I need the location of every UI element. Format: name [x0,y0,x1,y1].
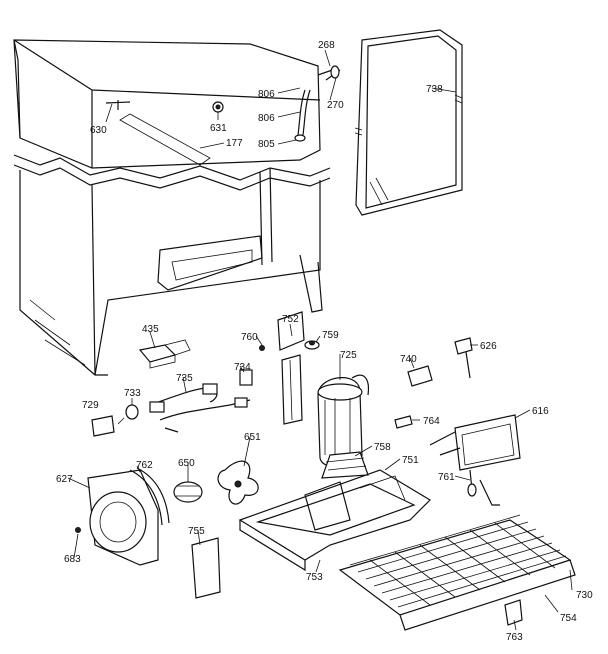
condenser-coil [338,479,576,631]
label-761: 761 [438,472,455,483]
label-435: 435 [142,324,159,335]
leader-lines [67,49,573,631]
label-616: 616 [532,406,549,417]
label-631: 631 [210,123,227,134]
label-753: 753 [306,572,323,583]
cabinet [13,39,341,376]
label-733: 733 [124,388,141,399]
label-764: 764 [423,416,440,427]
label-806: 806 [258,113,275,124]
label-627: 627 [56,474,73,485]
label-630: 630 [90,125,107,136]
label-755: 755 [188,526,205,537]
label-806a: 806 [258,89,275,100]
label-740: 740 [400,354,417,365]
compressor-assembly [238,374,431,572]
label-651: 651 [244,432,261,443]
label-683: 683 [64,554,81,565]
label-729: 729 [82,400,99,411]
label-626: 626 [480,341,497,352]
label-763: 763 [506,632,523,643]
fan-assembly [75,460,259,599]
label-754: 754 [560,613,577,624]
label-270: 270 [327,100,344,111]
label-751: 751 [402,455,419,466]
label-805: 805 [258,139,275,150]
label-177: 177 [226,138,243,149]
label-735: 735 [176,373,193,384]
label-730: 730 [576,590,593,601]
part-labels: 630 631 177 268 270 806 806 805 738 435 … [56,40,593,643]
label-762: 762 [136,460,153,471]
label-734: 734 [234,362,251,373]
label-725: 725 [340,350,357,361]
evaporator [429,414,521,497]
label-738: 738 [426,84,443,95]
label-759: 759 [322,330,339,341]
label-752: 752 [282,314,299,325]
label-758: 758 [374,442,391,453]
label-268: 268 [318,40,335,51]
label-760: 760 [241,332,258,343]
door-gasket [354,29,463,216]
label-650: 650 [178,458,195,469]
